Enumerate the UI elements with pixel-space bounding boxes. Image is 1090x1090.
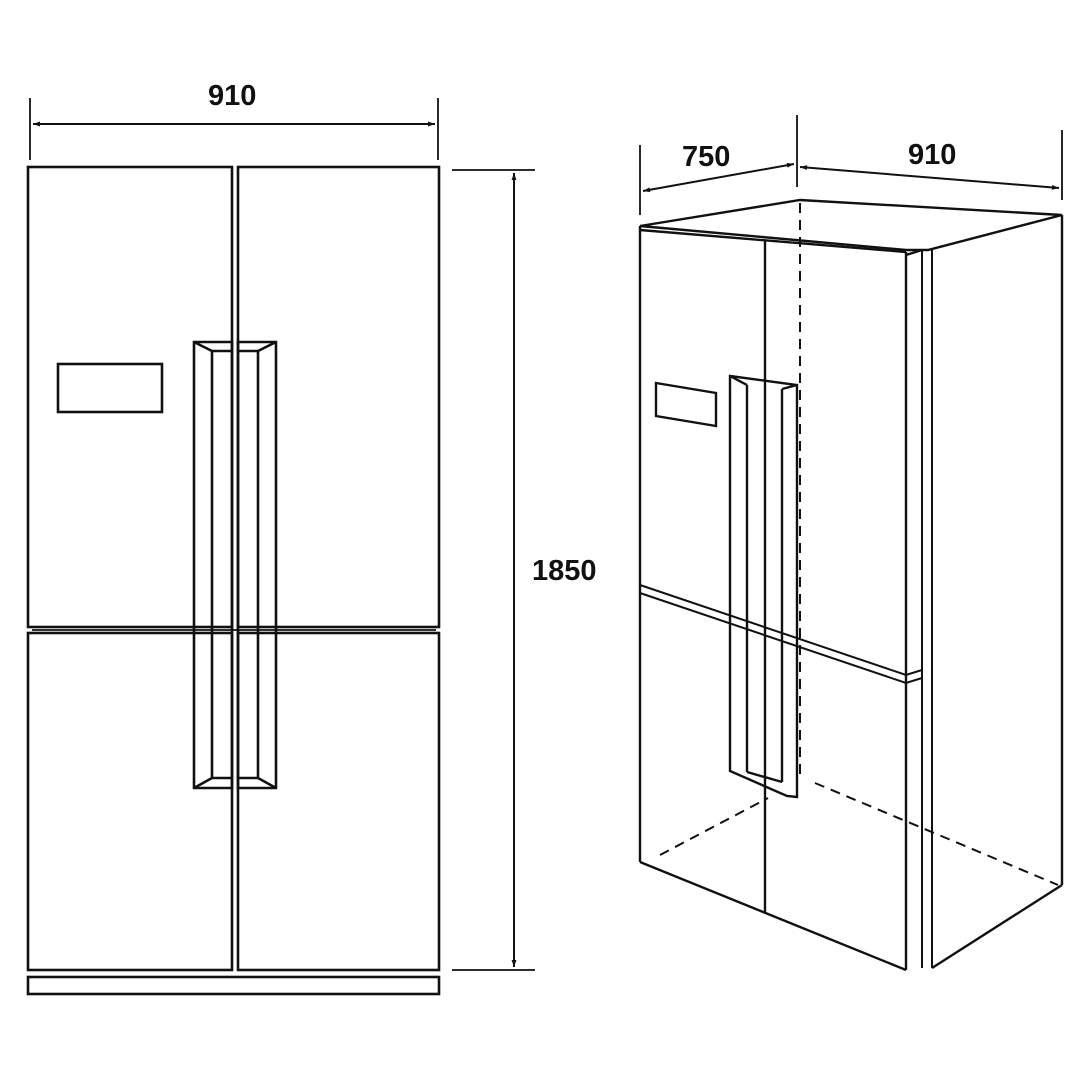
isometric-view bbox=[638, 115, 1064, 972]
front-bottom-edge bbox=[639, 860, 907, 972]
lower-left-drawer bbox=[26, 631, 234, 972]
hidden-base-left bbox=[659, 797, 769, 856]
right-handle bbox=[236, 340, 278, 790]
front-height-dimension bbox=[452, 169, 535, 971]
hidden-edges bbox=[659, 203, 1059, 886]
iso-width-label: 910 bbox=[908, 139, 957, 171]
divider-lower bbox=[639, 592, 923, 685]
hidden-base-right bbox=[814, 782, 1059, 886]
lower-right-drawer bbox=[236, 631, 441, 972]
divider-upper bbox=[639, 584, 923, 677]
width-dimension-arrow bbox=[799, 165, 1060, 190]
plinth bbox=[26, 975, 441, 996]
display-panel bbox=[654, 381, 718, 428]
front-height-label: 1850 bbox=[532, 555, 597, 587]
top-surface bbox=[639, 198, 1063, 252]
side-trim-top bbox=[905, 248, 923, 257]
front-width-dimension bbox=[29, 98, 439, 160]
display-panel bbox=[56, 362, 164, 414]
handle bbox=[728, 374, 799, 799]
iso-dimensions bbox=[639, 115, 1063, 215]
side-bottom-edge bbox=[931, 883, 1063, 970]
left-handle bbox=[192, 340, 234, 790]
upper-right-door bbox=[236, 165, 441, 629]
front-width-label: 910 bbox=[208, 80, 257, 112]
top-front-edge bbox=[639, 228, 907, 254]
depth-dimension-arrow bbox=[642, 162, 795, 193]
front-view bbox=[26, 98, 535, 996]
iso-depth-label: 750 bbox=[682, 141, 731, 173]
